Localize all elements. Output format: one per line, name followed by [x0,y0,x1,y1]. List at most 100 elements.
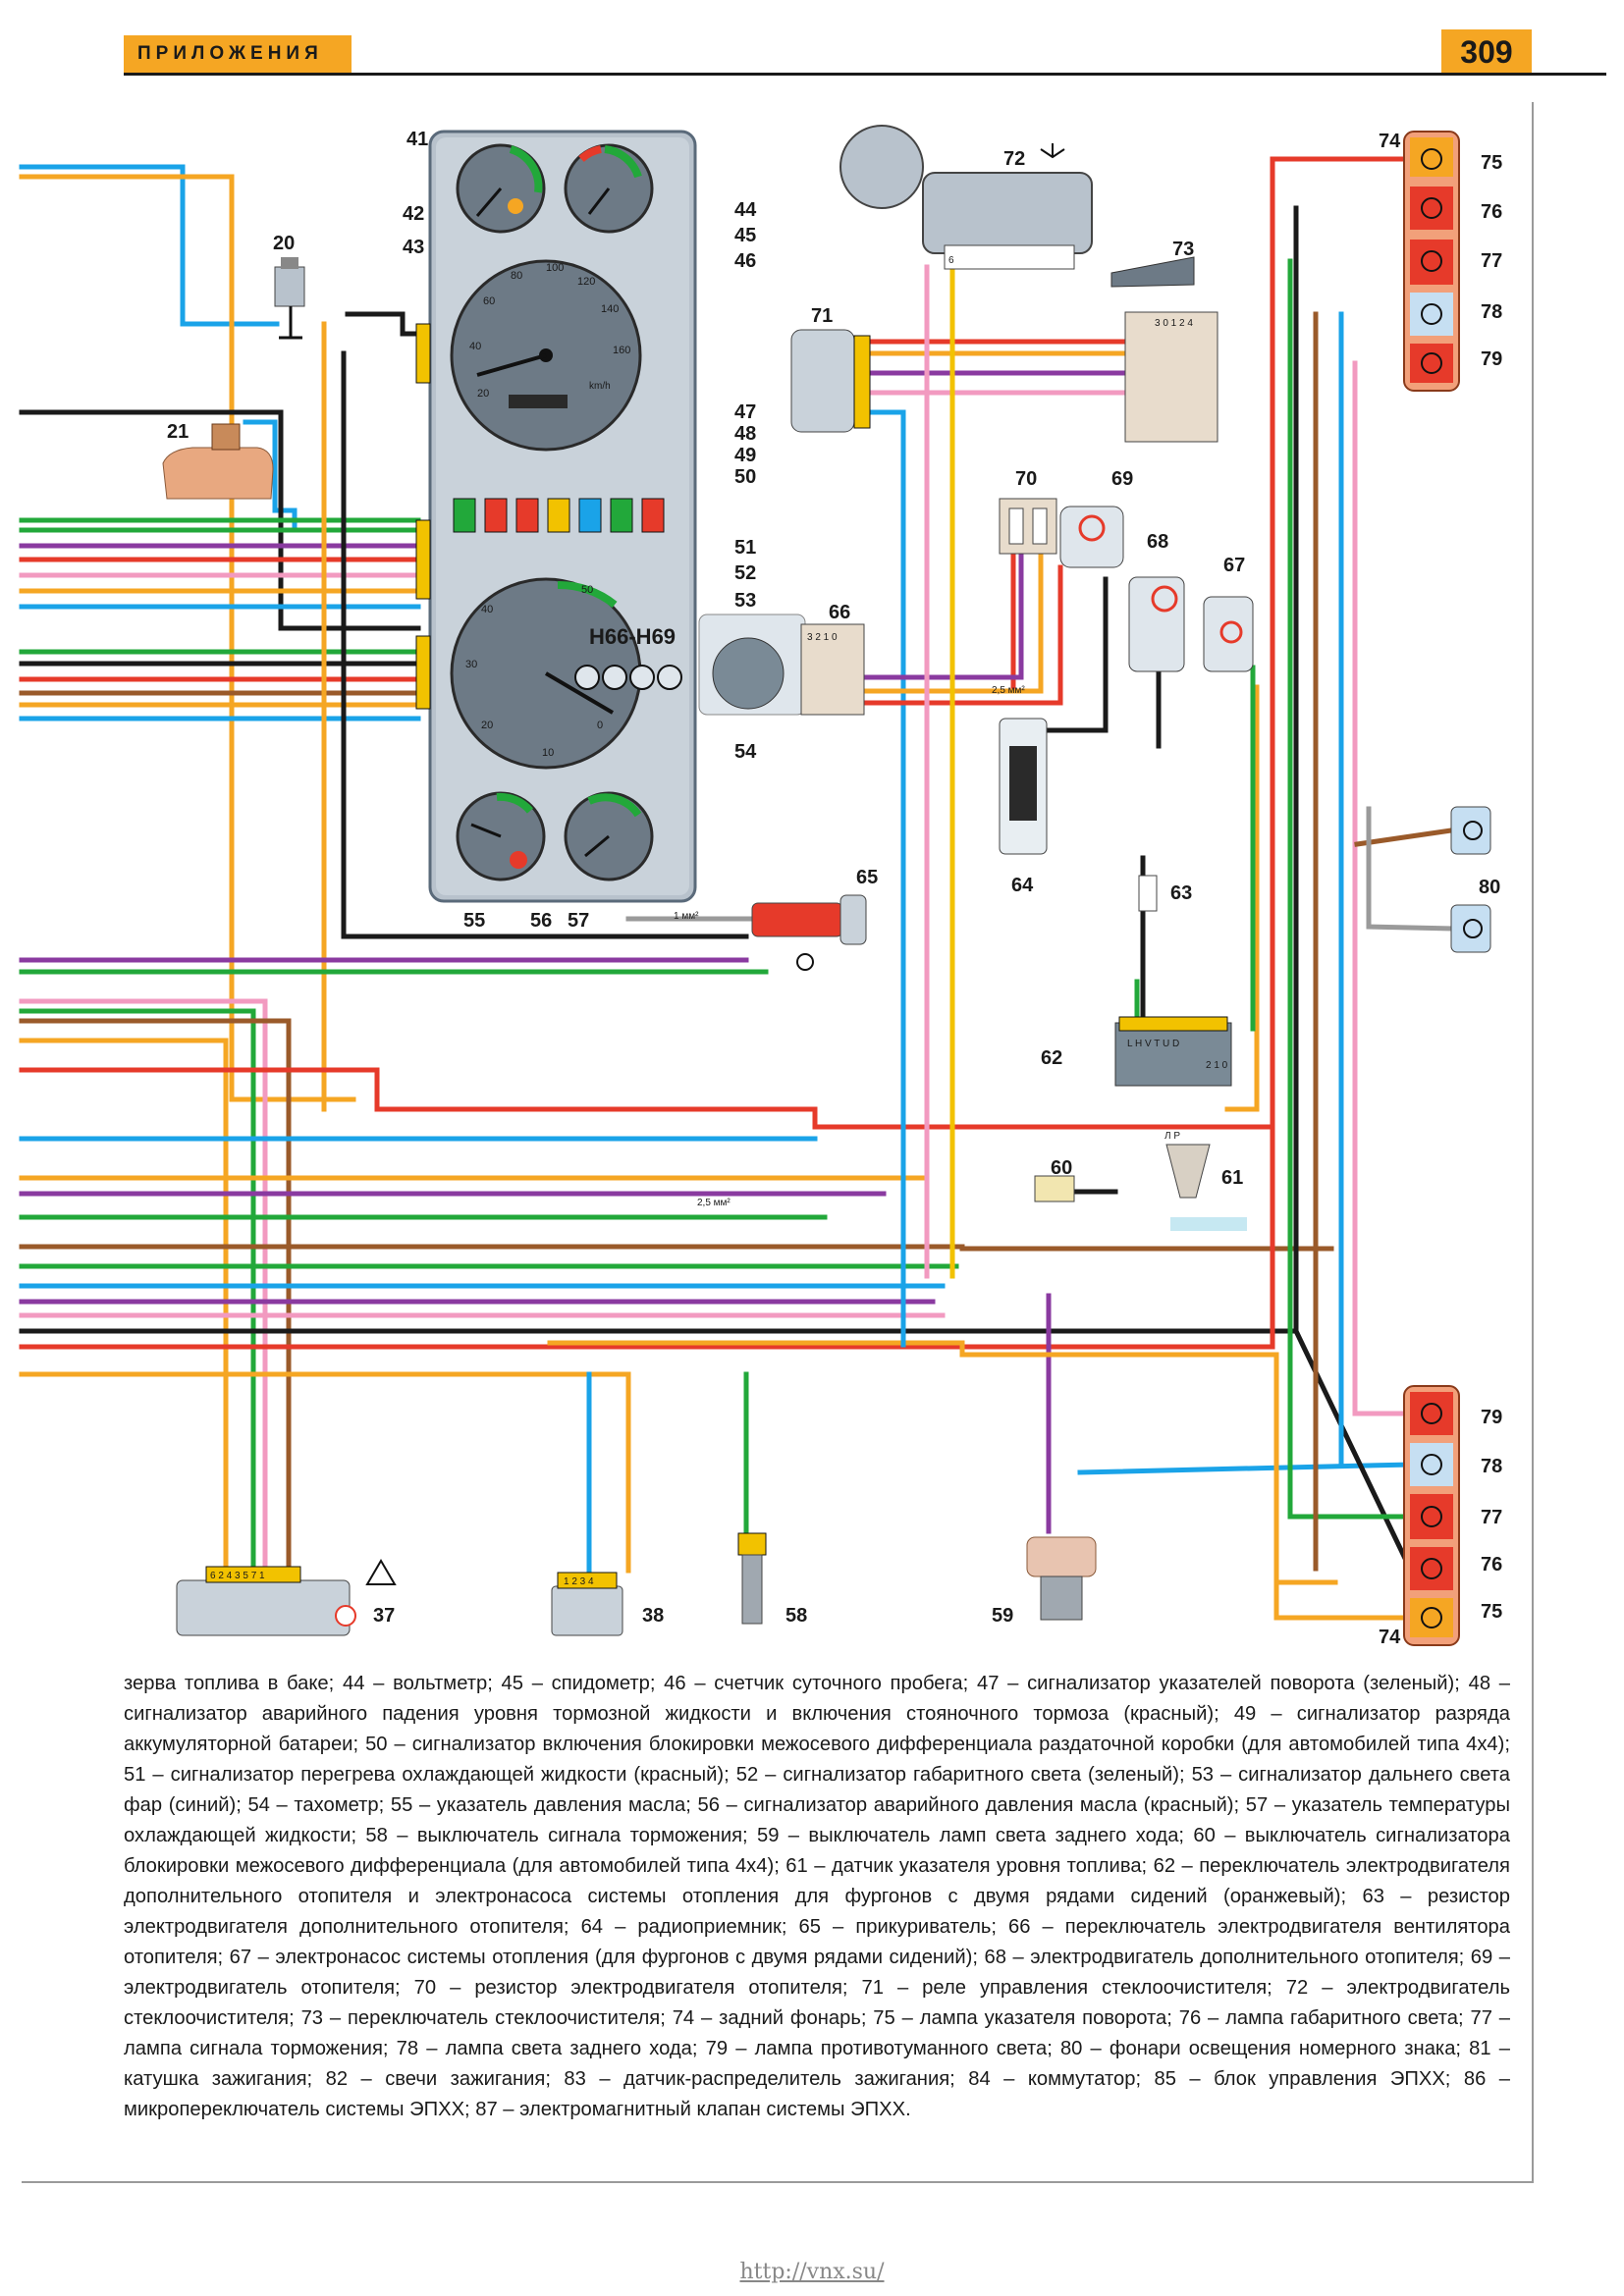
label-48: 48 [734,423,756,445]
instrument-cluster: 20 40 60 80 100 120 140 160 km/h 0 [428,130,697,903]
label-58: 58 [785,1605,807,1627]
label-43: 43 [403,237,424,258]
speedo-tick-160: 160 [613,345,630,356]
switch62-digits: 2 1 0 [1206,1060,1228,1071]
red-wire [861,564,1063,706]
fuel-sensor-61: Л Р [1164,1131,1247,1231]
label-76-bottom: 76 [1481,1554,1502,1575]
label-69: 69 [1111,468,1133,490]
speedo-unit: km/h [589,381,611,392]
speedo-tick-20: 20 [477,388,489,400]
blue-wire [865,409,906,1348]
label-76-top: 76 [1481,201,1502,223]
footer-url: http://vnx.su/ [739,2260,885,2284]
orange-wire [861,551,1044,694]
brake-fluid-lamp [484,498,508,533]
motor72-pins: 6 [948,255,954,266]
label-65: 65 [856,867,878,888]
label-49: 49 [734,445,756,466]
resistor-70 [999,498,1057,555]
black-wire [341,350,749,939]
label-56: 56 [530,910,552,932]
label-74-bottom: 74 [1379,1627,1401,1648]
label-77-top: 77 [1481,250,1502,272]
label-67: 67 [1223,555,1245,576]
conn37-pins: 6 2 4 3 5 7 1 [210,1571,265,1581]
label-60: 60 [1051,1157,1072,1179]
label-66: 66 [829,602,850,623]
label-42: 42 [403,203,424,225]
speedo-tick-40: 40 [469,341,481,352]
wiring-diagram: 20 40 60 80 100 120 140 160 km/h 0 [19,125,1502,1648]
rear-lamp-74-bottom [1403,1385,1460,1646]
black-wire [19,409,421,631]
wire-label-25mm-b: 2,5 мм² [992,685,1025,696]
diff-lock-switch-60 [1034,1175,1075,1202]
switch73-header: 3 0 1 2 4 [1155,318,1193,329]
tacho-tick-30: 30 [465,659,477,670]
label-68: 68 [1147,531,1168,553]
switch66-header: 3 2 1 0 [807,632,838,643]
pink-wire [19,998,268,1574]
wiper-switch-73: 3 0 1 2 4 [1110,256,1218,443]
label-75-bottom: 75 [1481,1601,1502,1623]
tacho-tick-40: 40 [481,604,493,615]
label-46: 46 [734,250,756,272]
battery-lamp [515,498,539,533]
label-62: 62 [1041,1047,1062,1069]
speedo-tick-100: 100 [546,262,564,274]
turn-signal-lamp [453,498,476,533]
label-80: 80 [1479,877,1500,898]
section-title: ПРИЛОЖЕНИЯ [137,43,323,64]
label-73: 73 [1172,239,1194,260]
label-75-top: 75 [1481,152,1502,174]
component-59-reverse-switch [1026,1536,1097,1621]
switch-62: L H V T U D 2 1 0 [1114,1016,1232,1087]
coolant-temp-gauge [564,791,654,881]
component-numbers: 20 21 37 38 41 42 43 44 45 46 47 48 49 5… [167,129,1502,1648]
component-20-sensor [274,257,305,340]
license-lamps-80 [1450,806,1491,953]
label-57: 57 [568,910,589,932]
component-58-brake-switch [737,1532,767,1625]
label-45: 45 [734,225,756,246]
label-70: 70 [1015,468,1037,490]
speedo-tick-80: 80 [511,270,522,282]
label-61: 61 [1221,1167,1243,1189]
diagram-frame [22,102,1534,2183]
diff-lock-lamp [547,498,570,533]
label-59: 59 [992,1605,1013,1627]
motor-69 [1059,506,1124,568]
resistor-63 [1138,875,1158,912]
label-55: 55 [463,910,485,932]
wiper-motor-72: 6 [839,125,1093,270]
lamps-h66-h69-label: H66-H69 [589,624,676,649]
component-37-connector: 6 2 4 3 5 7 1 [176,1559,397,1636]
black-wire [1044,576,1109,733]
indicator-lamps [453,498,665,533]
label-41: 41 [406,129,428,150]
brown-wire [19,1244,1334,1252]
red-wire [19,1067,1275,1130]
orange-wire [547,1340,1279,1597]
label-71: 71 [811,305,833,327]
label-47: 47 [734,401,756,423]
label-74-top: 74 [1379,131,1401,152]
switch62-letters: L H V T U D [1127,1039,1179,1049]
label-37: 37 [373,1605,395,1627]
wire-bundle [19,156,1454,1621]
label-78-top: 78 [1481,301,1502,323]
component-38-switch: 1 2 3 4 [551,1572,623,1636]
label-64: 64 [1011,875,1034,896]
label-78-bottom: 78 [1481,1456,1502,1477]
purple-wire [861,551,1024,680]
gray-wire [1366,806,1454,932]
wire-label-25mm: 2,5 мм² [697,1198,731,1208]
label-79-bottom: 79 [1481,1407,1502,1428]
black-wire [1293,205,1414,1573]
label-21: 21 [167,421,189,443]
brown-wire [19,1018,292,1574]
red-wire [19,156,1413,1350]
speedo-tick-120: 120 [577,276,595,288]
conn38-pins: 1 2 3 4 [564,1576,594,1587]
